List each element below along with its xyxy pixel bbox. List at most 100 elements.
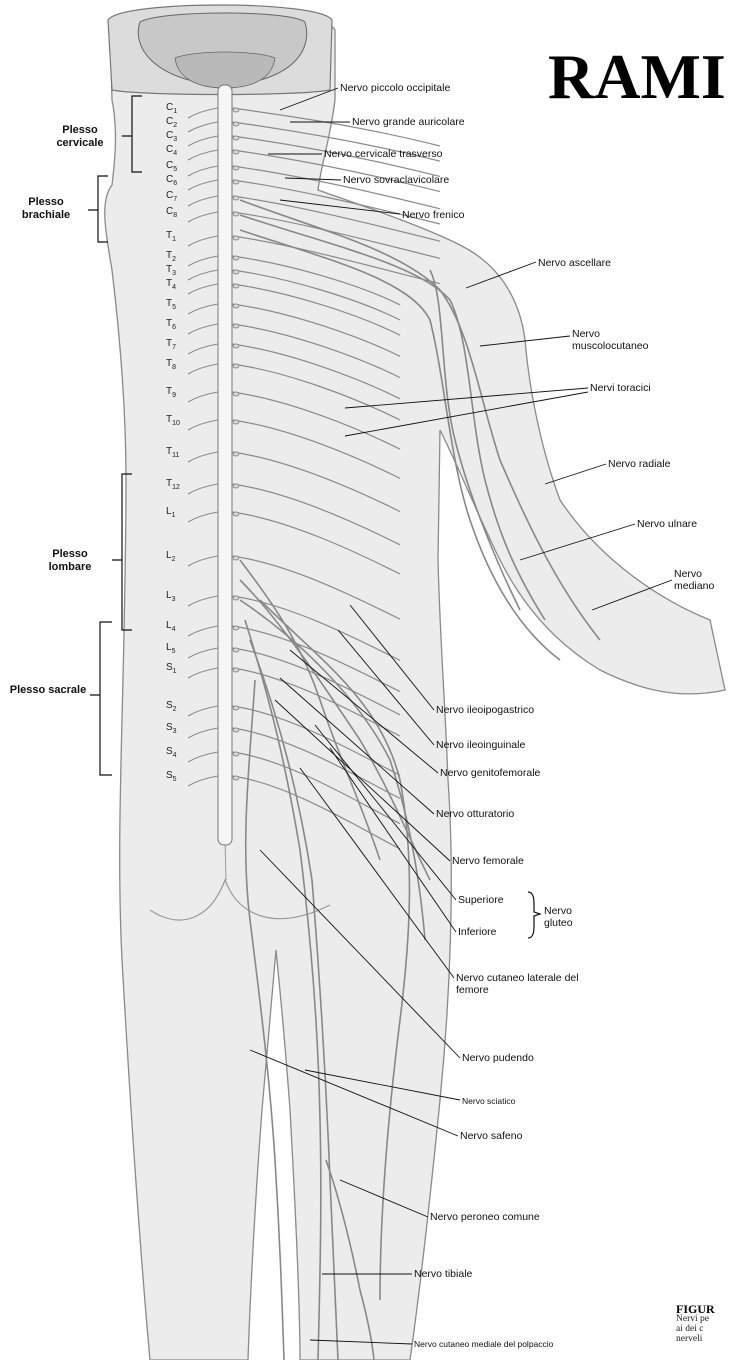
dorsal-root-ganglion <box>233 270 239 274</box>
dorsal-root-ganglion <box>233 180 239 184</box>
figure-caption-line: Nervi pe <box>676 1314 731 1324</box>
label-tibiale: Nervo tibiale <box>414 1268 472 1280</box>
segment-label: S2 <box>166 700 177 713</box>
plexus-brachiale-label: Plesso brachiale <box>22 196 70 221</box>
segment-number: 2 <box>172 556 176 563</box>
dorsal-root-ganglion <box>233 596 239 600</box>
dorsal-root-ganglion <box>233 626 239 630</box>
segment-number: 4 <box>173 150 177 157</box>
label-toracici: Nervi toracici <box>590 382 651 394</box>
label-genitofemorale: Nervo genitofemorale <box>440 767 540 779</box>
figure-caption-line: ai dei c <box>676 1324 731 1334</box>
segment-label: C8 <box>166 206 177 219</box>
segment-number: 4 <box>173 752 177 759</box>
dorsal-root-ganglion <box>233 256 239 260</box>
segment-label: T1 <box>166 230 176 243</box>
segment-number: 5 <box>172 648 176 655</box>
segment-label: S4 <box>166 746 177 759</box>
segment-number: 7 <box>172 344 176 351</box>
segment-label: C6 <box>166 174 177 187</box>
dorsal-root-ganglion <box>233 304 239 308</box>
segment-number: 1 <box>172 236 176 243</box>
bracket-gluteo <box>528 892 540 938</box>
label-gluteo-inferiore: Inferiore <box>458 926 497 938</box>
segment-number: 12 <box>172 484 180 491</box>
dorsal-root-ganglion <box>233 512 239 516</box>
spinal-cord <box>218 85 232 845</box>
segment-number: 3 <box>173 136 177 143</box>
dorsal-root-ganglion <box>233 284 239 288</box>
segment-label: L4 <box>166 620 175 633</box>
label-pudendo: Nervo pudendo <box>462 1052 534 1064</box>
segment-label: C7 <box>166 190 177 203</box>
plexus-brachiale: Plesso brachiale <box>6 196 86 222</box>
segment-number: 4 <box>172 284 176 291</box>
segment-label: T9 <box>166 386 176 399</box>
label-ileoipogastrico: Nervo ileoipogastrico <box>436 704 534 716</box>
segment-label: L1 <box>166 506 175 519</box>
segment-number: 1 <box>173 108 177 115</box>
segment-label: C4 <box>166 144 177 157</box>
segment-letter: S <box>166 662 173 673</box>
segment-label: S3 <box>166 722 177 735</box>
segment-number: 3 <box>173 728 177 735</box>
segment-label: T7 <box>166 338 176 351</box>
plexus-lombare: Plesso lombare <box>30 548 110 574</box>
label-grande-auricolare: Nervo grande auricolare <box>352 116 465 128</box>
segment-number: 5 <box>173 776 177 783</box>
label-radiale: Nervo radiale <box>608 458 670 470</box>
label-cutaneo-laterale-femore: Nervo cutaneo laterale del femore <box>456 972 586 996</box>
segment-label: T5 <box>166 298 176 311</box>
dorsal-root-ganglion <box>233 728 239 732</box>
segment-label: T6 <box>166 318 176 331</box>
segment-number: 11 <box>172 452 179 459</box>
segment-label: L3 <box>166 590 175 603</box>
segment-label: T3 <box>166 264 176 277</box>
label-safeno: Nervo safeno <box>460 1130 522 1142</box>
label-frenico: Nervo frenico <box>402 209 464 221</box>
segment-label: L5 <box>166 642 175 655</box>
segment-label: T12 <box>166 478 180 491</box>
segment-number: 2 <box>173 706 177 713</box>
segment-label: C3 <box>166 130 177 143</box>
dorsal-root-ganglion <box>233 668 239 672</box>
dorsal-root-ganglion <box>233 648 239 652</box>
segment-number: 2 <box>173 122 177 129</box>
segment-label: C5 <box>166 160 177 173</box>
dorsal-root-ganglion <box>233 452 239 456</box>
dorsal-root-ganglion <box>233 196 239 200</box>
plexus-sacrale: Plesso sacrale <box>8 684 88 697</box>
plexus-cervicale-label: Plesso cervicale <box>56 124 103 149</box>
dorsal-root-ganglion <box>233 324 239 328</box>
dorsal-root-ganglion <box>233 776 239 780</box>
segment-number: 3 <box>172 270 176 277</box>
segment-number: 10 <box>172 420 180 427</box>
leader-radiale <box>545 464 606 484</box>
label-piccolo-occipitale: Nervo piccolo occipitale <box>340 82 450 94</box>
segment-number: 5 <box>172 304 176 311</box>
dorsal-root-ganglion <box>233 212 239 216</box>
label-mediano: Nervo mediano <box>674 568 729 592</box>
plexus-lombare-label: Plesso lombare <box>49 548 92 573</box>
segment-number: 7 <box>173 196 177 203</box>
page-heading: RAMI <box>548 40 726 114</box>
segment-label: C2 <box>166 116 177 129</box>
plexus-sacrale-label: Plesso sacrale <box>10 684 86 696</box>
segment-label: S5 <box>166 770 177 783</box>
segment-number: 4 <box>172 626 176 633</box>
segment-letter: S <box>166 746 173 757</box>
dorsal-root-ganglion <box>233 706 239 710</box>
label-ascellare: Nervo ascellare <box>538 257 611 269</box>
figure-caption-line: nerveli <box>676 1334 731 1344</box>
dorsal-root-ganglion <box>233 136 239 140</box>
label-peroneo-comune: Nervo peroneo comune <box>430 1211 540 1223</box>
label-sciatico: Nervo sciatico <box>462 1095 515 1107</box>
segment-letter: S <box>166 700 173 711</box>
label-cervicale-trasverso: Nervo cervicale trasverso <box>324 148 442 160</box>
dorsal-root-ganglion <box>233 392 239 396</box>
segment-number: 8 <box>173 212 177 219</box>
dorsal-root-ganglion <box>233 364 239 368</box>
plexus-cervicale: Plesso cervicale <box>40 124 120 150</box>
